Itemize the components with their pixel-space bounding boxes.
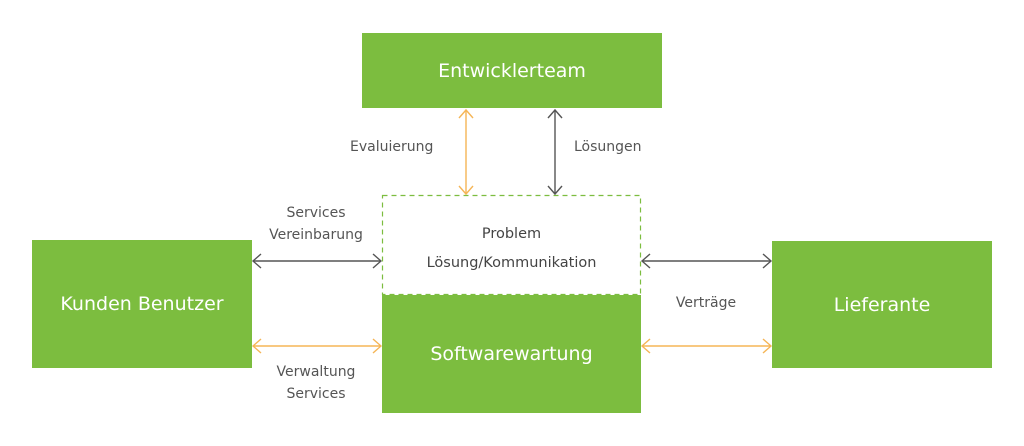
problem-line-1: Problem [481, 226, 542, 242]
problem-text: Problem Lösung/Kommunikation [382, 220, 641, 278]
vertraege-label: Verträge [646, 292, 766, 314]
vertraege-text: Verträge [675, 295, 737, 311]
verwaltung-services-label: Verwaltung Services [256, 361, 376, 405]
evaluierung-text: Evaluierung [350, 139, 434, 155]
lieferante-label: Lieferante [833, 293, 931, 316]
softwarewartung-box: Softwarewartung [382, 295, 641, 413]
verwaltung-services-line-1: Verwaltung [276, 364, 356, 380]
services-vereinbarung-line-2: Vereinbarung [269, 227, 363, 243]
kunden-benutzer-box: Kunden Benutzer [32, 240, 252, 368]
verwaltung-services-line-2: Services [286, 386, 346, 402]
loesungen-arrow [547, 108, 563, 196]
problem-box-border [381, 194, 642, 296]
problem-line-2: Lösung/Kommunikation [426, 255, 597, 271]
entwicklerteam-box: Entwicklerteam [362, 33, 662, 108]
services-vereinbarung-arrow [251, 253, 383, 269]
services-vereinbarung-label: Services Vereinbarung [256, 202, 376, 246]
lieferante-box: Lieferante [772, 241, 992, 368]
vertraege-arrow [640, 338, 773, 354]
evaluierung-label: Evaluierung [350, 136, 470, 158]
loesungen-label: Lösungen [574, 136, 674, 158]
loesungen-text: Lösungen [574, 139, 642, 155]
softwarewartung-label: Softwarewartung [430, 343, 593, 365]
evaluierung-arrow [458, 108, 474, 196]
entwicklerteam-label: Entwicklerteam [438, 59, 586, 82]
verwaltung-services-arrow [251, 338, 383, 354]
kunden-benutzer-label: Kunden Benutzer [60, 293, 224, 315]
services-vereinbarung-line-1: Services [286, 205, 346, 221]
problem-lieferante-arrow [640, 253, 773, 269]
